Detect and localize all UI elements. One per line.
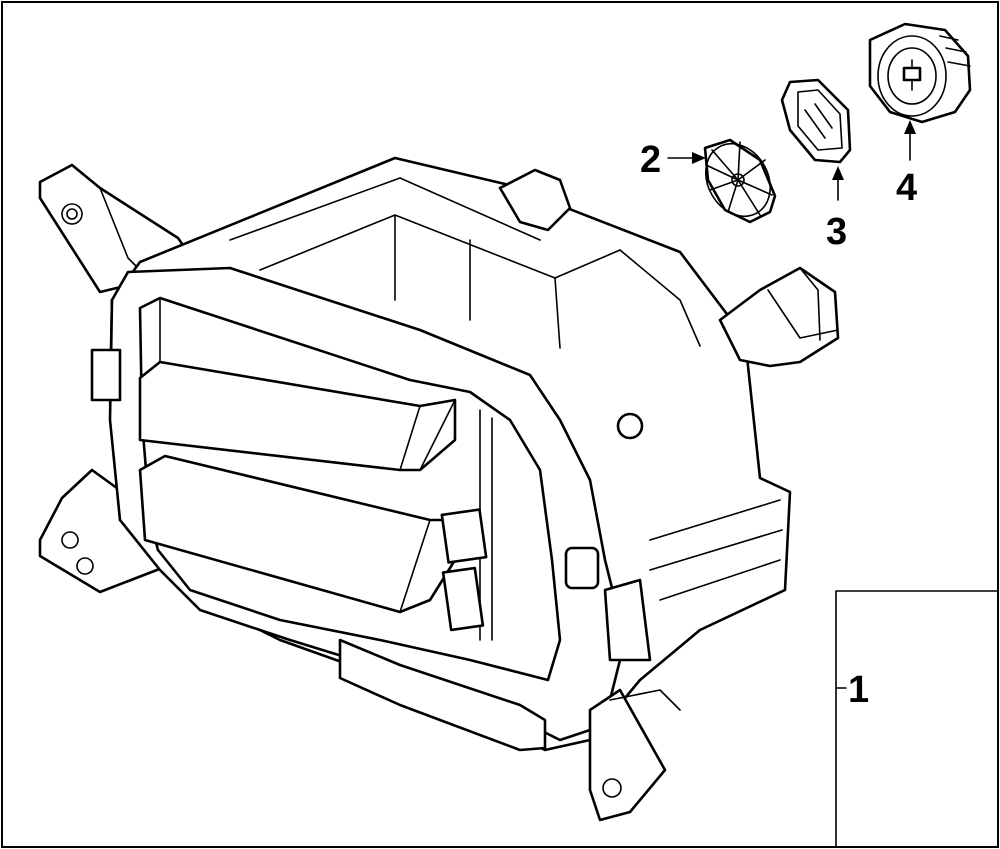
assembly-bracket [835,590,999,847]
gasket-icon [780,78,852,164]
callout-2-arrowhead [692,152,706,164]
callout-4-number: 4 [896,167,917,209]
callout-3-arrowhead [832,166,844,180]
callout-2-number: 2 [640,139,661,181]
fog-lamp-assembly-icon [38,156,840,822]
bulb-socket-icon [703,138,777,224]
callout-3-number: 3 [826,211,847,253]
callout-1-number: 1 [848,669,869,711]
bulb-icon [868,22,972,124]
callout-4-arrowhead [904,120,916,134]
